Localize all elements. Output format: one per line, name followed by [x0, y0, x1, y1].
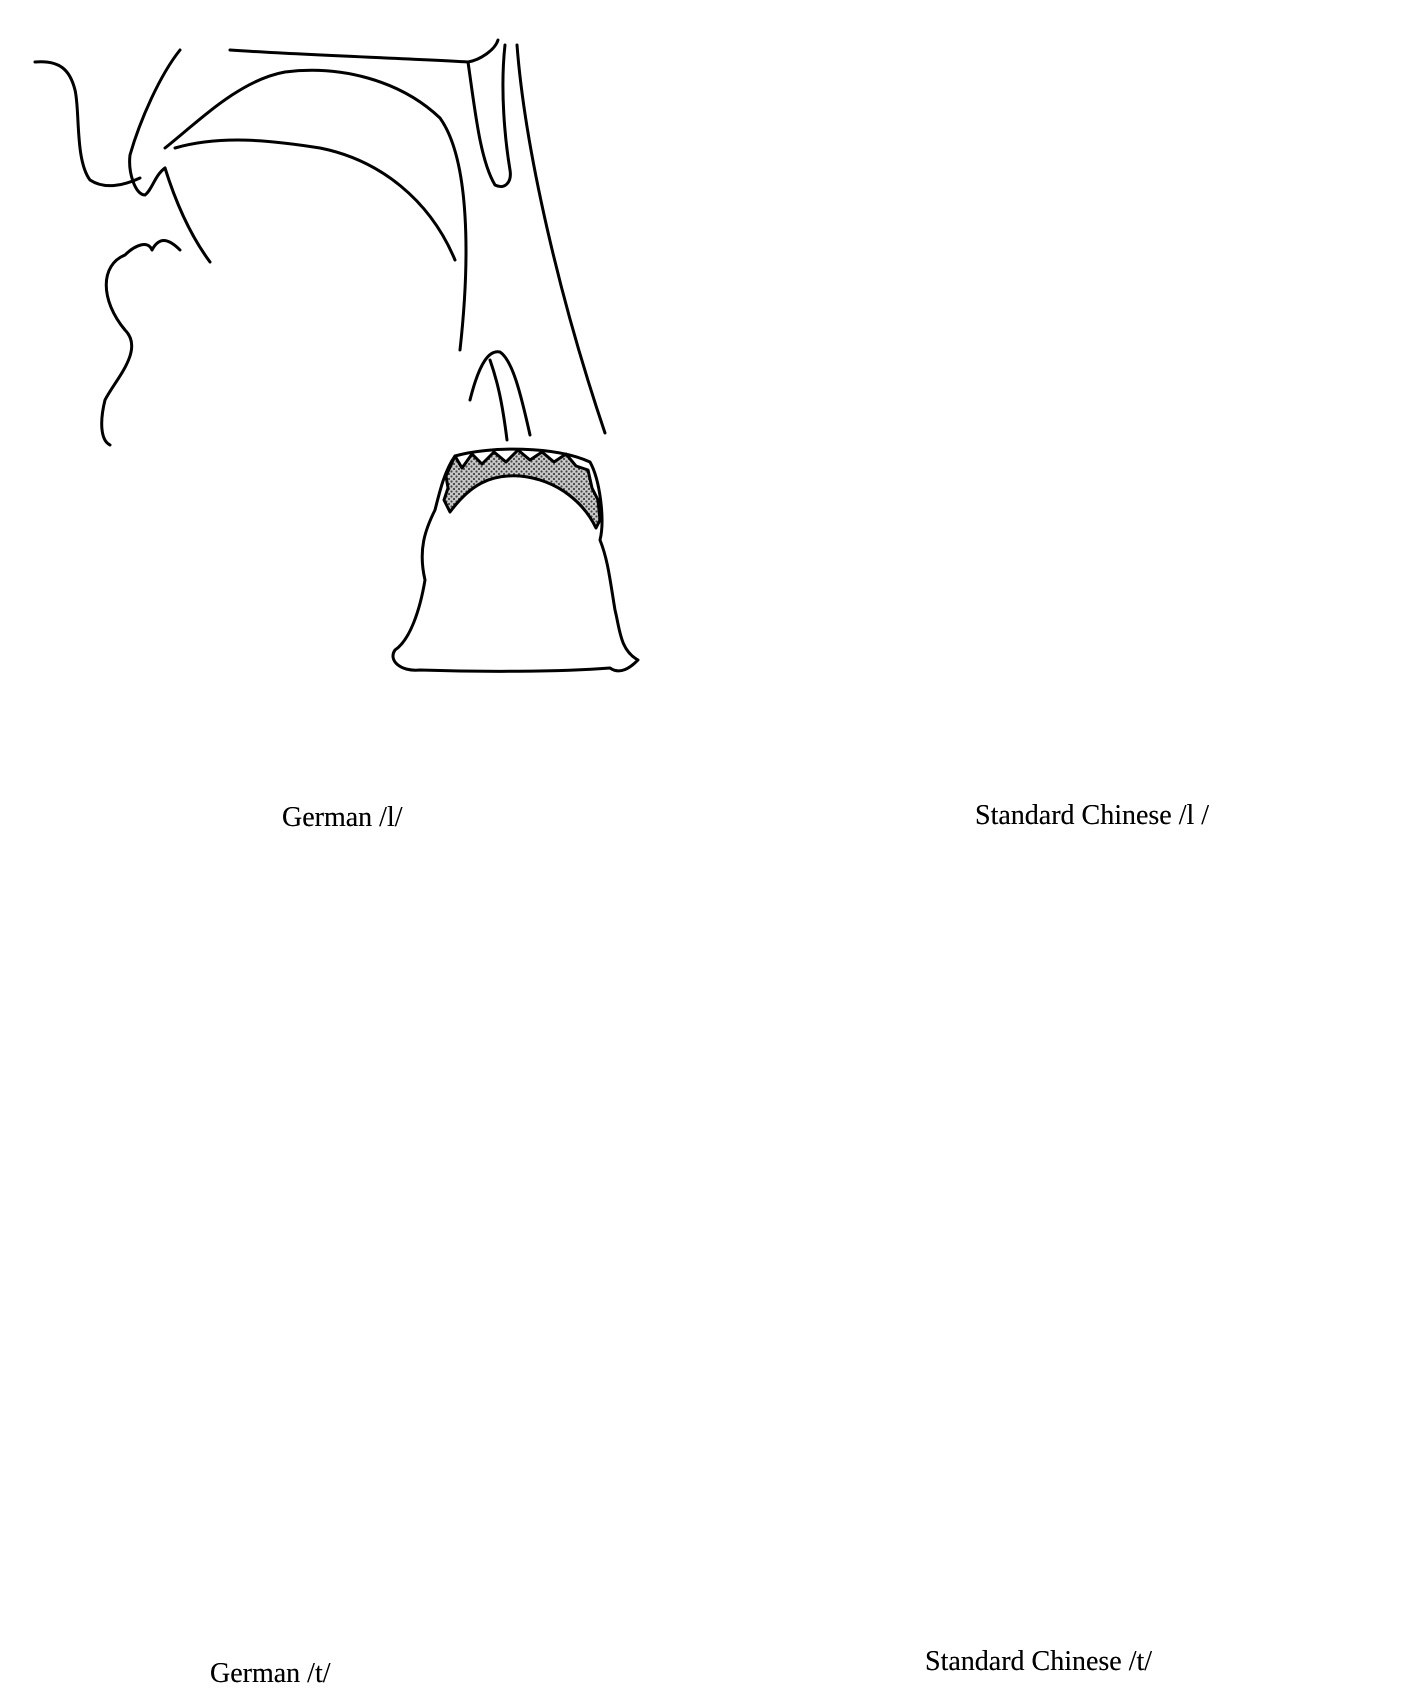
panel-german-l [35, 40, 638, 671]
caption-german-l-text: German /l/ [282, 804, 403, 832]
sagittal-profile-german-l [35, 40, 605, 445]
caption-chinese-t-text: Standard Chinese /t/ [925, 1648, 1152, 1676]
palatogram-german-l [393, 449, 638, 671]
caption-german-t-text: German /t/ [210, 1660, 331, 1688]
caption-chinese-l-text: Standard Chinese /l / [975, 802, 1209, 830]
